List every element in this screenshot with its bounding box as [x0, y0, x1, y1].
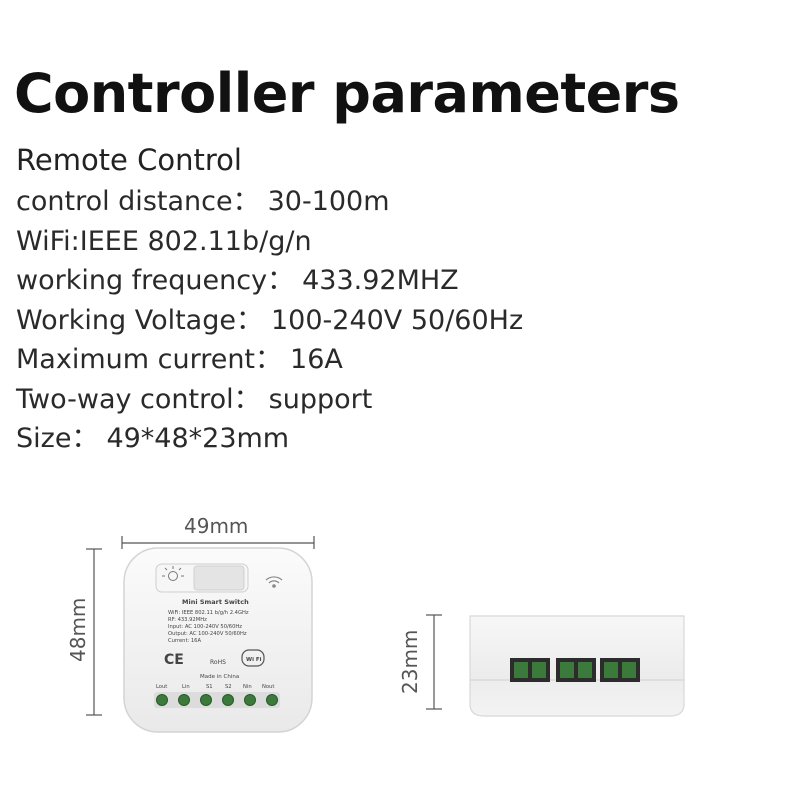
terminal-screw	[200, 694, 212, 706]
spec-separator: ：	[232, 186, 260, 217]
width-dimension-label: 49mm	[184, 514, 249, 538]
wifi-signal-icon	[265, 576, 283, 588]
terminal-label-s1: S1	[206, 684, 213, 690]
spec-label: Two-way control	[16, 383, 234, 415]
spec-separator: ：	[267, 265, 295, 296]
terminal-label-lout: Lout	[156, 684, 167, 690]
spec-list: control distance：30-100m WiFi:IEEE 802.1…	[16, 182, 523, 459]
terminal-label-lin: Lin	[182, 684, 190, 690]
made-in-label: Made in China	[200, 674, 239, 680]
depth-dimension-line	[426, 614, 442, 710]
spec-separator: ：	[71, 423, 99, 454]
device-spec-current: Current: 16A	[168, 638, 201, 644]
light-bulb-icon	[162, 566, 184, 581]
device-front-view: Mini Smart Switch WiFi: IEEE 802.11 b/g/…	[123, 547, 313, 733]
spec-value: support	[268, 383, 373, 415]
spec-item-frequency: working frequency：433.92MHZ	[16, 261, 523, 301]
spec-value: 16A	[290, 344, 343, 375]
wifi-badge-text: Wi Fi	[246, 657, 262, 663]
spec-label: working frequency	[16, 265, 268, 296]
spec-label: Maximum current	[16, 344, 256, 375]
terminal-screw	[222, 694, 234, 706]
terminal-screw	[156, 694, 168, 706]
spec-value: 30-100m	[267, 186, 390, 217]
ce-mark: CE	[164, 652, 184, 668]
spec-value: 100-240V 50/60Hz	[270, 304, 524, 336]
terminal-screw	[244, 694, 256, 706]
height-dimension-label: 48mm	[66, 597, 90, 662]
height-dimension-line	[86, 548, 102, 716]
spec-item-size: Size：49*48*23mm	[16, 419, 523, 459]
spec-label: WiFi:IEEE 802.11b/g/n	[16, 225, 312, 257]
spec-item-current: Maximum current：16A	[16, 340, 523, 380]
spec-item-wifi: WiFi:IEEE 802.11b/g/n	[16, 222, 523, 262]
wifi-badge-icon	[241, 649, 265, 667]
spec-label: Working Voltage	[16, 304, 236, 336]
terminal-row	[154, 692, 280, 708]
terminal-screw	[178, 694, 190, 706]
device-side-view	[469, 615, 685, 717]
spec-separator: ：	[235, 304, 263, 336]
spec-value: 433.92MHZ	[302, 265, 459, 296]
device-spec-rf: RF: 433.92MHz	[168, 617, 207, 623]
device-name: Mini Smart Switch	[182, 598, 249, 606]
device-spec-output: Output: AC 100-240V 50/60Hz	[168, 631, 247, 637]
device-spec-input: Input: AC 100-240V 50/60Hz	[168, 624, 242, 630]
depth-dimension-label: 23mm	[398, 629, 422, 694]
spec-value: 49*48*23mm	[106, 423, 290, 454]
spec-item-two-way: Two-way control：support	[16, 380, 523, 420]
rohs-mark: RoHS	[210, 659, 226, 666]
spec-item-control-distance: control distance：30-100m	[16, 182, 523, 222]
spec-label: Size	[16, 423, 72, 454]
width-dimension-line	[121, 536, 315, 549]
spec-separator: ：	[233, 383, 261, 415]
side-terminal-block	[510, 658, 640, 682]
spec-item-voltage: Working Voltage：100-240V 50/60Hz	[16, 301, 523, 341]
spec-separator: ：	[255, 344, 283, 375]
terminal-label-s2: S2	[225, 684, 232, 690]
section-subtitle: Remote Control	[16, 143, 242, 177]
page-title: Controller parameters	[14, 62, 680, 125]
spec-label: control distance	[16, 186, 233, 217]
terminal-screw	[266, 694, 278, 706]
terminal-label-nout: Nout	[262, 684, 274, 690]
terminal-label-nin: Nin	[243, 684, 252, 690]
device-spec-wifi: WiFi: IEEE 802.11 b/g/h 2.4GHz	[168, 610, 249, 616]
